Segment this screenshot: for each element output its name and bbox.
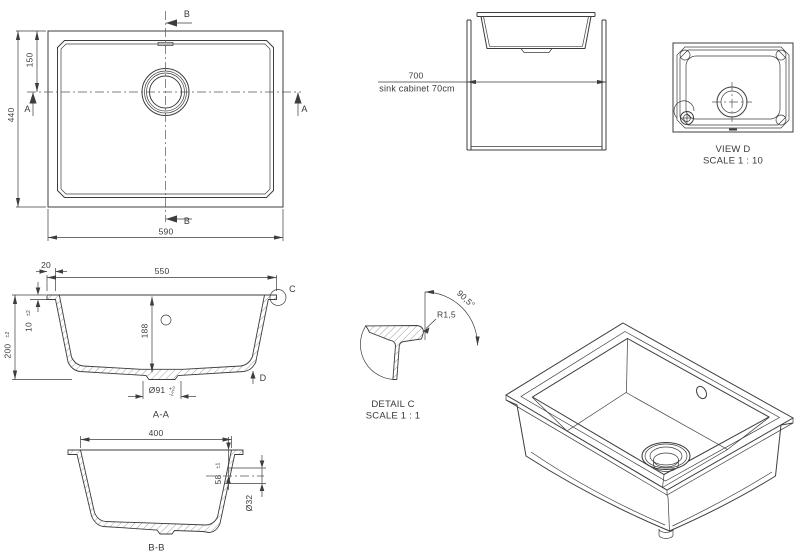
top-view: B B A A 440 150 xyxy=(6,9,307,241)
bowl-corner-edges xyxy=(532,338,770,488)
svg-text:10 ±2: 10 ±2 xyxy=(19,310,36,332)
detail-c-callout: C xyxy=(269,284,296,306)
outer-body xyxy=(505,399,794,539)
dim-700: 700 sink cabinet 70cm xyxy=(378,71,606,94)
corner-pad xyxy=(775,49,787,61)
bowl-top-edge xyxy=(60,43,271,195)
detail-c: 90,5° R1,5 DETAIL C SCALE 1 : 1 xyxy=(360,288,480,422)
detail-c-scale: SCALE 1 : 1 xyxy=(366,411,420,422)
dim-58-tolerance: ±1 xyxy=(216,463,222,469)
section-aa: C D 550 20 188 xyxy=(0,260,296,421)
dim-10-tolerance: ±2 xyxy=(26,310,32,316)
dim-drain-tol-plus: +2 xyxy=(169,387,175,393)
dim-400-label: 400 xyxy=(149,428,164,438)
dim-58-label: 58 xyxy=(213,475,223,485)
dim-440: 440 xyxy=(6,30,46,208)
drain-iso xyxy=(641,442,691,472)
sink-bowl-outline xyxy=(480,16,592,49)
svg-text:58 ±1: 58 ±1 xyxy=(208,463,225,485)
view-d-letter: D xyxy=(260,373,267,383)
dim-200-label: 200 xyxy=(3,344,13,359)
dim-150-label: 150 xyxy=(25,53,35,68)
sink-bowl-inner xyxy=(483,16,589,47)
dim-188-label: 188 xyxy=(140,324,150,339)
detail-boundary-arc xyxy=(360,325,397,380)
dim-200: 200 ±2 xyxy=(0,294,72,380)
corner-pad xyxy=(775,114,787,126)
dim-400: 400 xyxy=(80,428,232,448)
cabinet-view: 700 sink cabinet 70cm xyxy=(378,12,607,151)
view-d-title: VIEW D xyxy=(716,144,751,155)
dim-drain-tol-minus: -2 xyxy=(169,392,174,398)
flange-inner-edge xyxy=(520,331,781,482)
dim-550: 550 xyxy=(46,266,277,291)
dim-200-tolerance: ±2 xyxy=(5,332,11,338)
section-label-a-right: A xyxy=(301,104,307,114)
dim-20: 20 xyxy=(36,260,67,291)
overflow-hole-elevation xyxy=(160,314,172,326)
detail-c-material xyxy=(364,325,424,381)
overflow-hole-iso xyxy=(695,385,708,400)
drain-bottom xyxy=(712,82,752,122)
radius-label: R1,5 xyxy=(437,310,456,320)
dim-150: 150 xyxy=(25,31,40,92)
section-label-a-left: A xyxy=(24,104,30,114)
dim-590: 590 xyxy=(47,209,284,241)
isometric-view xyxy=(505,322,795,539)
section-bb-cut-material xyxy=(67,449,244,535)
bowl-top-edge xyxy=(531,337,771,476)
drain-stub xyxy=(520,48,553,53)
section-mark-b-bottom: B xyxy=(166,215,192,226)
dim-188: 188 xyxy=(140,296,155,373)
view-d-scale: SCALE 1 : 10 xyxy=(703,156,763,167)
cabinet-note: sink cabinet 70cm xyxy=(379,84,454,94)
dim-550-label: 550 xyxy=(155,266,170,276)
dim-20-label: 20 xyxy=(41,260,51,270)
detail-c-letter: C xyxy=(289,284,296,294)
bowl-floor-edge xyxy=(566,392,729,488)
corner-pad xyxy=(679,49,691,61)
dim-drain-label: Ø91 xyxy=(149,385,166,395)
sink-rim-edge xyxy=(57,40,274,198)
detail-c-caption: DETAIL C xyxy=(371,399,414,410)
radius-dim: R1,5 xyxy=(423,310,456,334)
section-bb: 400 58 ±1 Ø32 B-B xyxy=(67,428,266,554)
dim-700-label: 700 xyxy=(409,71,424,81)
overflow-outlet xyxy=(673,100,695,125)
section-aa-cut-material xyxy=(46,294,277,380)
angle-label: 90,5° xyxy=(455,288,477,310)
dim-58: 58 ±1 xyxy=(208,437,231,490)
view-d-arrow: D xyxy=(250,371,266,384)
drain-outlet-stub xyxy=(658,528,674,539)
dim-10: 10 ±2 xyxy=(19,282,47,332)
dim-440-label: 440 xyxy=(6,108,16,123)
dim-drain-91: Ø91 +2 -2 xyxy=(128,381,196,399)
view-d: VIEW D SCALE 1 : 10 xyxy=(672,42,794,167)
dim-32-label: Ø32 xyxy=(244,495,254,512)
dim-590-label: 590 xyxy=(159,227,174,237)
section-label-b-bottom: B xyxy=(184,216,190,226)
section-mark-a-right: A xyxy=(294,92,307,116)
dim-10-label: 10 xyxy=(24,322,34,332)
section-label-b-top: B xyxy=(184,9,190,19)
section-bb-caption: B-B xyxy=(148,543,164,554)
section-aa-caption: A-A xyxy=(153,410,170,421)
cabinet-walls xyxy=(466,19,607,151)
svg-text:200 ±2: 200 ±2 xyxy=(0,332,15,359)
section-mark-b-top: B xyxy=(166,9,192,27)
dim-overflow-32: Ø32 xyxy=(228,455,266,512)
section-mark-a-left: A xyxy=(24,92,37,116)
